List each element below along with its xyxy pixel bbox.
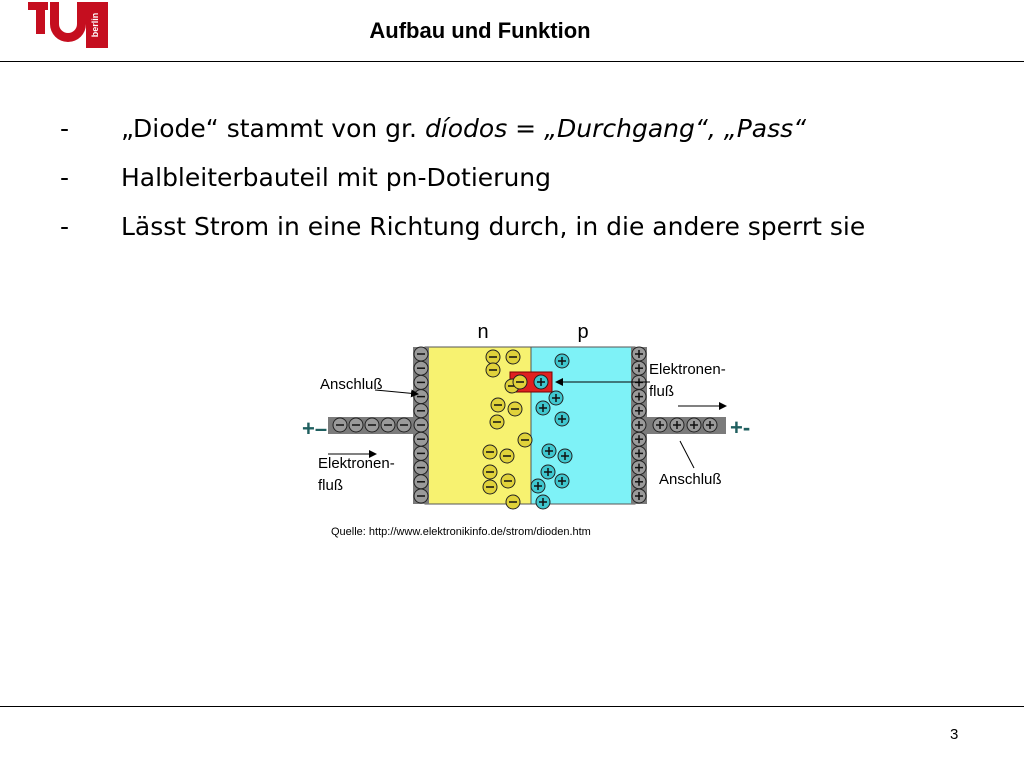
bullet-text-italic: díodos = „Durchgang“, „Pass“ — [424, 114, 807, 143]
right-polarity-sign: +- — [730, 415, 750, 440]
bullet-item: - Halbleiterbauteil mit pn-Dotierung — [60, 155, 1000, 204]
bullet-text: „Diode“ stammt von gr. díodos = „Durchga… — [121, 106, 806, 152]
right-terminal-pointer — [679, 440, 695, 469]
bullet-text: Halbleiterbauteil mit pn-Dotierung — [121, 163, 552, 192]
n-label: n — [477, 321, 488, 343]
p-region — [530, 346, 636, 505]
left-terminal-label: Anschluß — [320, 376, 383, 393]
right-flow-label-1: Elektronen- — [649, 361, 726, 378]
bullet-dash: - — [60, 212, 70, 241]
left-terminal-pointer — [374, 389, 419, 398]
p-label: p — [577, 321, 588, 343]
bullet-item: - „Diode“ stammt von gr. díodos = „Durch… — [60, 106, 1000, 155]
right-terminal-label: Anschluß — [659, 471, 722, 488]
carriers — [332, 346, 718, 510]
figure-caption: Quelle: http://www.elektronikinfo.de/str… — [331, 526, 591, 538]
diode-diagram: n p Anschluß Elektronen- fluß Elektronen… — [302, 321, 750, 510]
left-flow-label-1: Elektronen- — [318, 455, 395, 472]
footer-divider — [0, 706, 1024, 707]
slide-title: Aufbau und Funktion — [369, 18, 591, 43]
bullet-list: - „Diode“ stammt von gr. díodos = „Durch… — [60, 106, 1000, 253]
page-number: 3 — [950, 726, 959, 743]
left-flow-label-2: fluß — [318, 477, 343, 494]
logo-text: berlin — [90, 13, 100, 38]
header-divider — [0, 61, 1024, 62]
bullet-text: Lässt Strom in eine Richtung durch, in d… — [121, 212, 866, 241]
bullet-dash: - — [60, 163, 70, 192]
tu-berlin-logo: berlin — [28, 2, 108, 48]
bullet-item: - Lässt Strom in eine Richtung durch, in… — [60, 204, 1000, 253]
left-polarity-sign: +– — [302, 416, 327, 441]
bullet-dash: - — [60, 114, 70, 143]
right-flow-label-2: fluß — [649, 383, 674, 400]
bullet-text-plain: „Diode“ stammt von gr. — [121, 114, 425, 143]
